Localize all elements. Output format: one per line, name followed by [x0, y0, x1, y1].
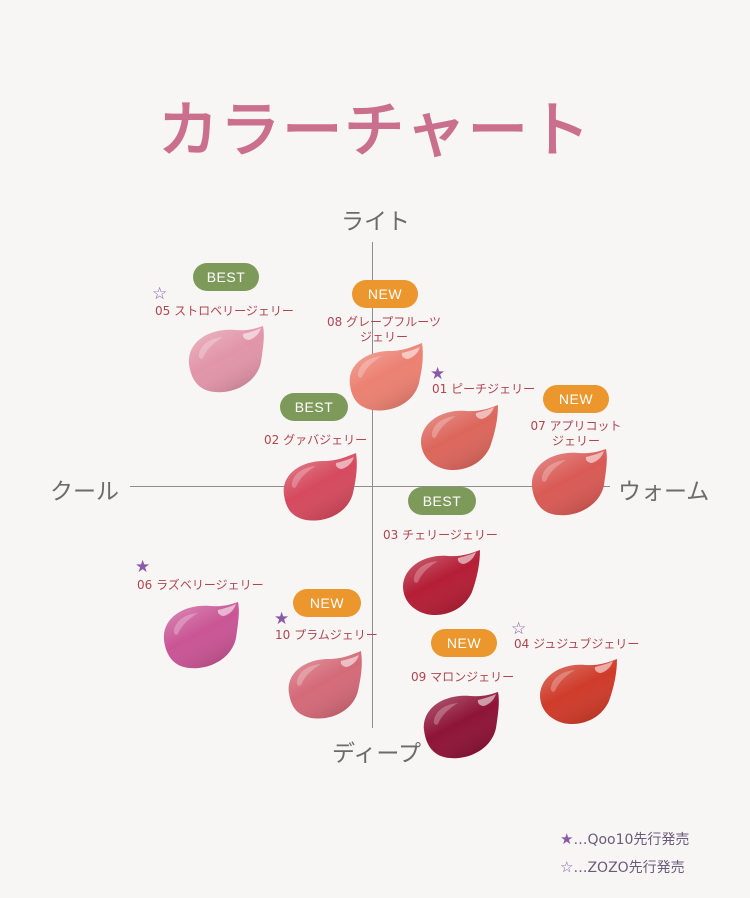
color-name: 02 グァバジェリー	[264, 433, 368, 447]
color-swatch	[344, 343, 424, 413]
color-swatch	[528, 447, 608, 517]
color-swatch	[283, 651, 363, 721]
outline-star-icon: ☆	[511, 619, 527, 639]
filled-star-icon: ★	[135, 557, 151, 577]
badge-best: BEST	[408, 487, 476, 515]
badge-new: NEW	[543, 385, 609, 413]
color-name: 07 アプリコット ジェリー	[530, 419, 622, 448]
color-swatch	[418, 403, 498, 473]
badge-new: NEW	[293, 589, 361, 617]
axis-label-top: ライト	[341, 209, 410, 235]
color-name: 05 ストロベリージェリー	[155, 304, 294, 318]
filled-star-icon: ★	[274, 609, 290, 629]
color-name: 09 マロンジェリー	[411, 670, 515, 684]
badge-new: NEW	[431, 629, 497, 657]
badge-new: NEW	[352, 280, 418, 308]
legend-text: …Qoo10先行発売	[573, 832, 690, 848]
axis-label-left: クール	[50, 479, 119, 505]
color-name: 04 ジュジュブジェリー	[514, 637, 640, 651]
legend-item-qoo10: ★…Qoo10先行発売	[560, 829, 689, 849]
color-name: 10 プラムジェリー	[275, 628, 378, 642]
color-name: 03 チェリージェリー	[383, 528, 498, 542]
color-swatch	[537, 657, 617, 727]
color-name: 06 ラズベリージェリー	[137, 578, 264, 592]
color-swatch	[185, 324, 265, 394]
filled-star-icon: ★	[560, 830, 574, 848]
outline-star-icon: ☆	[560, 858, 574, 876]
color-swatch	[160, 600, 240, 670]
legend-item-zozo: ☆…ZOZO先行発売	[560, 857, 685, 877]
badge-best: BEST	[280, 393, 348, 421]
color-name: 01 ピーチジェリー	[432, 382, 536, 396]
filled-star-icon: ★	[430, 364, 446, 384]
outline-star-icon: ☆	[152, 284, 168, 304]
color-swatch	[278, 453, 358, 523]
axis-label-right: ウォーム	[618, 479, 710, 505]
badge-best: BEST	[193, 263, 259, 291]
page-title: カラーチャート	[158, 96, 592, 166]
color-swatch	[400, 548, 480, 618]
horizontal-axis	[130, 486, 610, 487]
axis-label-bottom: ディープ	[332, 741, 422, 767]
vertical-axis	[372, 242, 373, 728]
color-name: 08 グレープフルーツ ジェリー	[326, 315, 442, 344]
legend-text: …ZOZO先行発売	[573, 860, 685, 876]
color-swatch	[420, 690, 500, 760]
